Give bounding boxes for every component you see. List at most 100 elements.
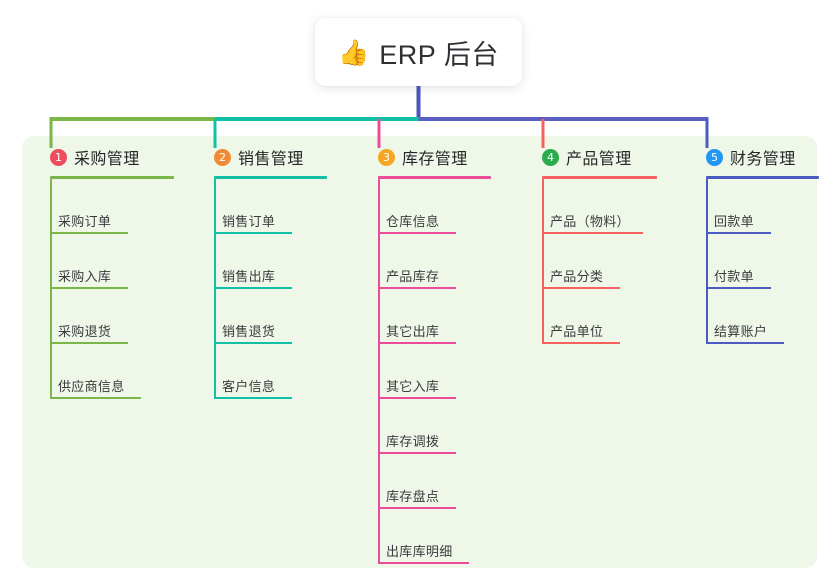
branch-item-stem — [378, 179, 380, 234]
branch-item-rule — [706, 342, 784, 344]
branch-item-stem — [706, 289, 708, 344]
branch-item[interactable]: 销售退货 — [200, 289, 333, 344]
branch-item-stem — [378, 234, 380, 289]
branch-item-rule — [378, 507, 456, 509]
branch-item-label: 库存调拨 — [386, 434, 440, 449]
branch-item-rule — [50, 232, 128, 234]
branch-item-rule — [214, 397, 292, 399]
branch-item-rule — [378, 397, 456, 399]
branch-title-1: 采购管理 — [74, 151, 140, 168]
branch-item-rule — [214, 342, 292, 344]
branch-badge-4: 4 — [542, 148, 559, 166]
branch-item-label: 回款单 — [714, 214, 754, 229]
branch-title-4: 产品管理 — [566, 151, 632, 168]
branches-panel — [22, 136, 817, 568]
branch-item-rule — [214, 287, 292, 289]
branch-header-rule-3 — [378, 176, 491, 179]
branch-badge-2: 2 — [214, 148, 231, 166]
branch-item[interactable]: 销售出库 — [200, 234, 333, 289]
branch-items-1: 采购订单采购入库采购退货供应商信息 — [36, 179, 180, 399]
branch-items-5: 回款单付款单结算账户 — [692, 179, 825, 344]
branch-item[interactable]: 产品单位 — [528, 289, 663, 344]
branch-item[interactable]: 供应商信息 — [36, 344, 180, 399]
root-node-content: 👍 ERP 后台 — [338, 33, 499, 72]
branch-item-rule — [542, 287, 620, 289]
branch-item-label: 采购入库 — [58, 269, 112, 284]
branch-item[interactable]: 其它出库 — [364, 289, 497, 344]
branch-item-stem — [542, 289, 544, 344]
branch-badge-5: 5 — [706, 148, 723, 166]
branch-item[interactable]: 采购订单 — [36, 179, 180, 234]
branch-header-rule-5 — [706, 176, 819, 179]
branch-item-rule — [50, 342, 128, 344]
branch-header-rule-2 — [214, 176, 327, 179]
branch-item[interactable]: 其它入库 — [364, 344, 497, 399]
branch-item-label: 客户信息 — [222, 379, 276, 394]
branch-badge-3: 3 — [378, 148, 395, 166]
branch-item-stem — [706, 234, 708, 289]
branch-item[interactable]: 产品（物料） — [528, 179, 663, 234]
branch-item[interactable]: 付款单 — [692, 234, 825, 289]
branch-item-stem — [378, 399, 380, 454]
branch-item-label: 仓库信息 — [386, 214, 440, 229]
branch-item-label: 产品分类 — [550, 269, 604, 284]
branch-item[interactable]: 客户信息 — [200, 344, 333, 399]
branch-item-stem — [214, 234, 216, 289]
branch-item-label: 采购退货 — [58, 324, 112, 339]
branch-item-rule — [378, 452, 456, 454]
branch-item[interactable]: 结算账户 — [692, 289, 825, 344]
branch-item-rule — [214, 232, 292, 234]
branch-item-stem — [378, 509, 380, 564]
branch-item-stem — [214, 344, 216, 399]
branch-item-stem — [50, 179, 52, 234]
branch-item-stem — [50, 289, 52, 344]
branch-item-stem — [214, 179, 216, 234]
branch-item-rule — [378, 342, 456, 344]
branch-item-rule — [706, 287, 771, 289]
branch-item[interactable]: 销售订单 — [200, 179, 333, 234]
branch-item[interactable]: 产品库存 — [364, 234, 497, 289]
branch-item-label: 其它入库 — [386, 379, 440, 394]
branch-item-rule — [542, 342, 620, 344]
branch-item-rule — [706, 232, 771, 234]
branch-item-stem — [214, 289, 216, 344]
branch-item-stem — [50, 234, 52, 289]
branch-header-4[interactable]: 4 产品管理 — [528, 146, 663, 168]
branch-item-stem — [706, 179, 708, 234]
branch-header-rule-1 — [50, 176, 174, 179]
branch-header-rule-4 — [542, 176, 657, 179]
branch-header-1[interactable]: 1 采购管理 — [36, 146, 180, 168]
branch-item-stem — [542, 234, 544, 289]
branch-item[interactable]: 回款单 — [692, 179, 825, 234]
branch-item-label: 其它出库 — [386, 324, 440, 339]
branch-item-stem — [378, 289, 380, 344]
branch-item-rule — [50, 397, 141, 399]
branch-item[interactable]: 库存盘点 — [364, 454, 497, 509]
branch-item-rule — [542, 232, 643, 234]
branch-item[interactable]: 库存调拨 — [364, 399, 497, 454]
branch-item-label: 付款单 — [714, 269, 754, 284]
branch-item-stem — [50, 344, 52, 399]
branch-item[interactable]: 采购退货 — [36, 289, 180, 344]
branch-item[interactable]: 出库库明细 — [364, 509, 497, 564]
root-node[interactable]: 👍 ERP 后台 — [315, 18, 522, 86]
branch-badge-1: 1 — [50, 148, 67, 166]
branch-item-label: 供应商信息 — [58, 379, 125, 394]
branch-item[interactable]: 仓库信息 — [364, 179, 497, 234]
branch-item-label: 销售出库 — [222, 269, 276, 284]
branch-column-1: 1 采购管理采购订单采购入库采购退货供应商信息 — [36, 146, 180, 399]
branch-item[interactable]: 采购入库 — [36, 234, 180, 289]
thumbs-up-icon: 👍 — [338, 38, 370, 67]
branch-item-label: 结算账户 — [714, 324, 768, 339]
branch-items-2: 销售订单销售出库销售退货客户信息 — [200, 179, 333, 399]
branch-item-rule — [378, 562, 469, 564]
branch-item-label: 产品单位 — [550, 324, 604, 339]
branch-item-rule — [378, 232, 456, 234]
branch-item[interactable]: 产品分类 — [528, 234, 663, 289]
